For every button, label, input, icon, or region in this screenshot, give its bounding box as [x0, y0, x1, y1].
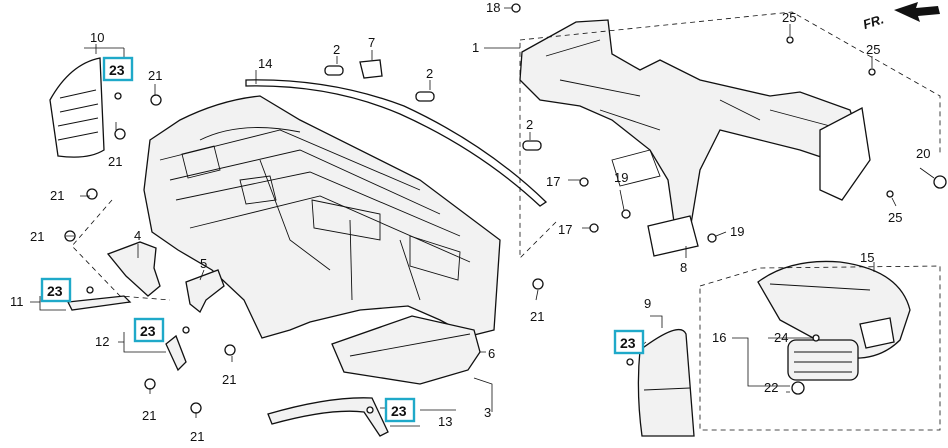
callout-13: 13: [438, 414, 452, 429]
callout-19-a: 19: [614, 170, 628, 185]
part-6-glovebox: [331, 315, 481, 385]
part-2-clips: [324, 65, 542, 151]
part-5-cover: [185, 269, 225, 314]
direction-label: FR.: [861, 11, 886, 32]
callout-22: 22: [764, 380, 778, 395]
callout-15: 15: [860, 250, 874, 265]
part-12-piece: [165, 334, 187, 372]
callout-16: 16: [712, 330, 726, 345]
svg-text:23: 23: [47, 283, 63, 299]
callout-3: 3: [484, 405, 491, 420]
callout-21-b: 21: [108, 154, 122, 169]
part-11-strip: [66, 295, 132, 311]
callout-25-c: 25: [888, 210, 902, 225]
bolts: [64, 3, 947, 414]
callout-8: 8: [680, 260, 687, 275]
callout-6: 6: [488, 346, 495, 361]
part-1-steering-hanger: [519, 19, 871, 257]
part-dashboard-body: [143, 95, 501, 339]
part-15-airbag-cover: [757, 260, 911, 359]
callout-7: 7: [368, 35, 375, 50]
highlight-23-e: 23: [613, 329, 645, 355]
callout-10: 10: [90, 30, 104, 45]
part-4-cover: [106, 241, 161, 297]
callout-labels: 10 14 2 7 2 2 21 21 21 21 4 5 11 12 21 2…: [10, 0, 930, 444]
callout-19-b: 19: [730, 224, 744, 239]
callout-9: 9: [644, 296, 651, 311]
callout-1: 1: [472, 40, 479, 55]
callout-4: 4: [134, 228, 141, 243]
callout-21-f: 21: [142, 408, 156, 423]
part-side-cover-left: [49, 57, 105, 158]
callout-20: 20: [916, 146, 930, 161]
callout-21-g: 21: [190, 429, 204, 444]
callout-14: 14: [258, 56, 272, 71]
callout-17-b: 17: [558, 222, 572, 237]
callout-2-mid: 2: [426, 66, 433, 81]
part-defroster-strip: [245, 79, 548, 207]
callout-21-e: 21: [222, 372, 236, 387]
part-13-strip: [267, 397, 389, 437]
callout-2-right: 2: [526, 117, 533, 132]
highlight-23-a: 23: [102, 56, 134, 82]
svg-text:23: 23: [391, 403, 407, 419]
callout-25-b: 25: [866, 42, 880, 57]
highlight-23-b: 23: [40, 277, 72, 303]
leader-lines: [30, 7, 935, 427]
callout-25-a: 25: [782, 10, 796, 25]
svg-text:23: 23: [109, 62, 125, 78]
callout-21-h: 21: [530, 309, 544, 324]
highlight-23-c: 23: [133, 317, 165, 343]
group-outlines: [71, 11, 941, 431]
callout-21-a: 21: [148, 68, 162, 83]
callout-12: 12: [95, 334, 109, 349]
callout-17-a: 17: [546, 174, 560, 189]
front-direction-arrow: FR.: [861, 2, 940, 32]
part-7-clip: [359, 59, 383, 79]
highlighted-callouts: 23 23 23 23 23: [40, 56, 645, 423]
svg-text:23: 23: [620, 335, 636, 351]
part-9-panel: [637, 329, 695, 437]
part-22-airbag-module: [787, 339, 859, 395]
callout-2-top: 2: [333, 42, 340, 57]
callout-11: 11: [10, 294, 24, 309]
callout-21-c: 21: [50, 188, 64, 203]
callout-5: 5: [200, 256, 207, 271]
callout-21-d: 21: [30, 229, 44, 244]
highlight-23-d: 23: [384, 397, 416, 423]
callout-24: 24: [774, 330, 788, 345]
callout-18: 18: [486, 0, 500, 15]
svg-text:23: 23: [140, 323, 156, 339]
